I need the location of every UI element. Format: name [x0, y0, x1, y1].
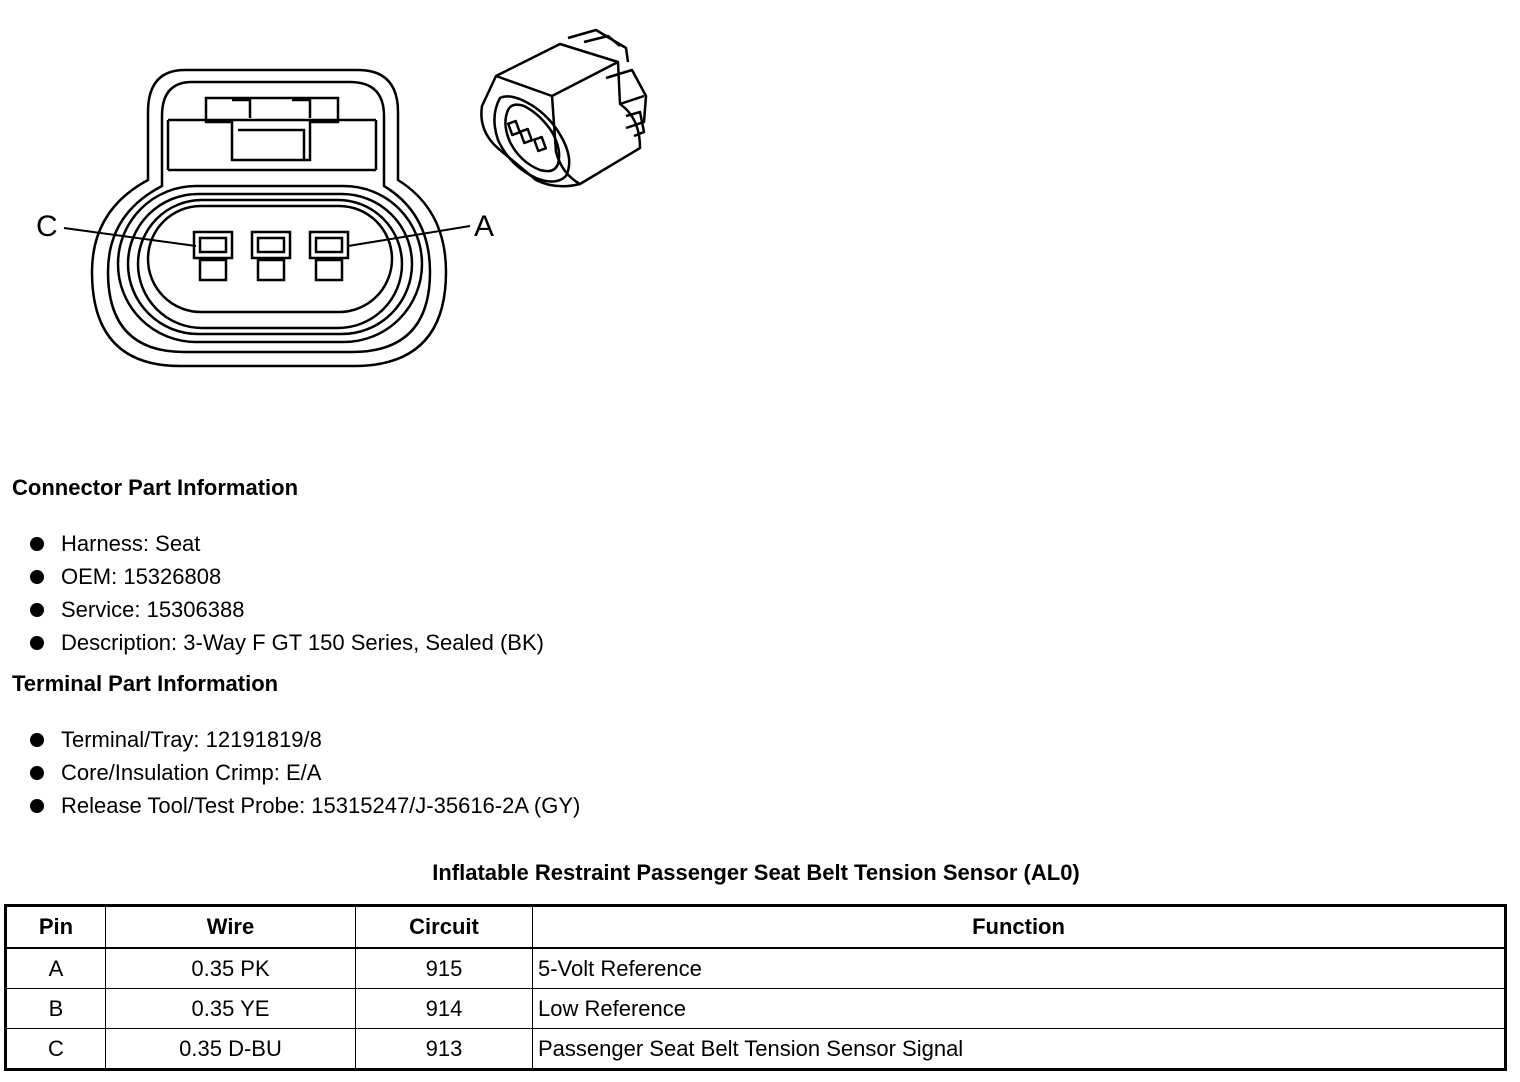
cell-wire: 0.35 D-BU: [105, 1028, 356, 1070]
pin-label-a: A: [474, 210, 494, 243]
latch-tab: [232, 98, 312, 160]
list-item: Terminal/Tray: 12191819/8: [26, 723, 580, 756]
cell-pin: C: [5, 1028, 106, 1070]
terminal-b-upper-inner: [256, 236, 286, 254]
bullet-icon: [30, 799, 44, 813]
list-item: Service: 15306388: [26, 593, 544, 626]
bullet-icon: [30, 733, 44, 747]
pin-label-c: C: [36, 210, 58, 243]
table-row: B 0.35 YE 914 Low Reference: [5, 988, 1506, 1029]
pin-table: Pin Wire Circuit Function A 0.35 PK 915 …: [4, 904, 1507, 1071]
cell-circuit: 915: [355, 947, 533, 989]
cell-wire: 0.35 YE: [105, 988, 356, 1029]
cell-function: Low Reference: [532, 988, 1506, 1029]
cell-pin: A: [5, 947, 106, 989]
list-item: Core/Insulation Crimp: E/A: [26, 756, 580, 789]
terminal-b-upper: [250, 230, 292, 260]
terminal-b-lower: [256, 258, 286, 282]
bullet-icon: [30, 537, 44, 551]
table-title: Inflatable Restraint Passenger Seat Belt…: [432, 860, 1080, 885]
bullet-icon: [30, 766, 44, 780]
terminal-a-upper-inner: [314, 236, 344, 254]
connector-isometric-view: [480, 28, 648, 188]
cell-pin: B: [5, 988, 106, 1029]
terminal-cavity-area: [146, 204, 394, 314]
latch-window: [204, 96, 340, 162]
list-item: OEM: 15326808: [26, 560, 544, 593]
bullet-icon: [30, 636, 44, 650]
connector-face-outline: [90, 68, 448, 368]
header-function: Function: [532, 905, 1506, 949]
seal-ring-outer: [116, 184, 424, 344]
connector-face-inner-outline: [106, 80, 432, 354]
leader-line-c: [63, 227, 197, 247]
connector-info-list: Harness: Seat OEM: 15326808 Service: 153…: [26, 527, 544, 659]
bullet-icon: [30, 603, 44, 617]
list-item: Description: 3-Way F GT 150 Series, Seal…: [26, 626, 544, 659]
terminal-info-list: Terminal/Tray: 12191819/8 Core/Insulatio…: [26, 723, 580, 822]
cell-wire: 0.35 PK: [105, 947, 356, 989]
leader-line-a: [347, 225, 471, 247]
header-pin: Pin: [5, 905, 106, 949]
header-circuit: Circuit: [355, 905, 533, 949]
bullet-icon: [30, 570, 44, 584]
terminal-info-title: Terminal Part Information: [12, 671, 279, 696]
connector-info-title: Connector Part Information: [12, 475, 299, 500]
table-row: A 0.35 PK 915 5-Volt Reference: [5, 947, 1506, 989]
header-wire: Wire: [105, 905, 356, 949]
seal-ring-middle: [126, 192, 414, 336]
latch: [166, 118, 378, 172]
seal-ring-inner: [136, 198, 404, 330]
table-row: C 0.35 D-BU 913 Passenger Seat Belt Tens…: [5, 1028, 1506, 1070]
cell-circuit: 914: [355, 988, 533, 1029]
connector-diagram: C A: [36, 28, 648, 368]
terminal-c-lower: [198, 258, 228, 282]
list-item: Harness: Seat: [26, 527, 544, 560]
terminal-a-lower: [314, 258, 344, 282]
cell-circuit: 913: [355, 1028, 533, 1070]
terminal-c-upper-inner: [198, 236, 228, 254]
cell-function: Passenger Seat Belt Tension Sensor Signa…: [532, 1028, 1506, 1070]
cell-function: 5-Volt Reference: [532, 947, 1506, 989]
list-item: Release Tool/Test Probe: 15315247/J-3561…: [26, 789, 580, 822]
table-header-row: Pin Wire Circuit Function: [5, 905, 1506, 949]
